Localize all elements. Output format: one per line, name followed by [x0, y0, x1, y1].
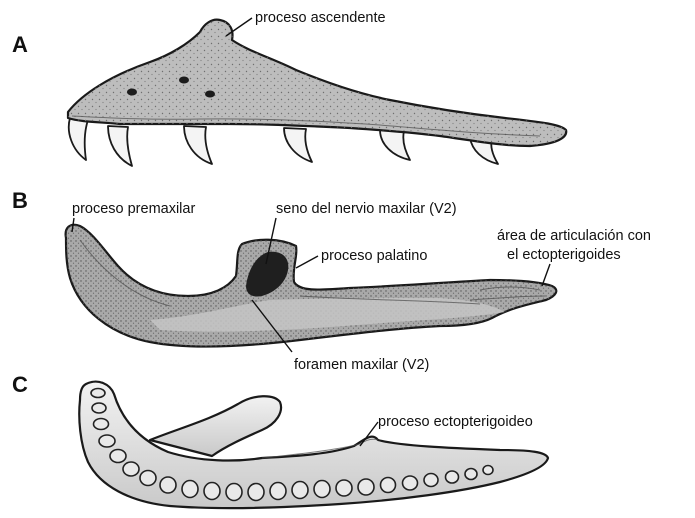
label-proceso-ectopterigoideo: proceso ectopterigoideo [378, 414, 533, 430]
tooth [380, 130, 410, 160]
tooth-socket [270, 483, 286, 500]
tooth-socket [446, 471, 459, 483]
tooth-socket [92, 403, 106, 413]
tooth [184, 126, 212, 164]
tooth-socket [160, 477, 176, 493]
tooth-socket [465, 469, 477, 480]
panel-b: B proceso premaxilar seno del nervio max… [12, 188, 651, 373]
label-proceso-ascendente: proceso ascendente [255, 10, 386, 26]
panel-a-letter: A [12, 32, 28, 57]
label-seno-nervio-maxilar: seno del nervio maxilar (V2) [276, 201, 457, 217]
tooth-socket [403, 476, 418, 490]
tooth-socket [99, 435, 115, 447]
tooth-socket [381, 478, 396, 493]
tooth-socket [336, 480, 352, 496]
tooth [108, 126, 132, 166]
panel-b-letter: B [12, 188, 28, 213]
panel-c-letter: C [12, 372, 28, 397]
tooth-socket [358, 479, 374, 495]
tooth-socket [91, 389, 105, 398]
tooth-socket [248, 484, 264, 501]
tooth-socket [123, 462, 139, 476]
tooth-socket [140, 471, 156, 486]
tooth-socket [94, 419, 109, 430]
label-area-articulacion-line1: área de articulación con [497, 228, 651, 244]
panel-a-foramen [127, 89, 137, 96]
tooth [69, 118, 88, 160]
tooth-socket [110, 450, 126, 463]
label-proceso-premaxilar: proceso premaxilar [72, 201, 195, 217]
panel-a-foramen [179, 77, 189, 84]
tooth-socket [182, 481, 198, 498]
panel-b-leader-palatine-process [296, 256, 318, 268]
tooth-socket [204, 483, 220, 500]
label-proceso-palatino: proceso palatino [321, 248, 427, 264]
panel-a-foramen [205, 91, 215, 98]
panel-c-palatine-process [150, 396, 281, 456]
tooth-socket [226, 484, 242, 501]
panel-a: A proceso ascendente [12, 10, 566, 166]
panel-b-leader-ectopterygoid-area [542, 264, 550, 286]
tooth-socket [314, 481, 330, 498]
panel-c: C [12, 372, 548, 508]
tooth [284, 128, 312, 162]
label-area-articulacion-line2: el ectopterigoides [507, 247, 621, 263]
label-foramen-maxilar: foramen maxilar (V2) [294, 357, 429, 373]
tooth-socket [483, 466, 493, 475]
tooth-socket [424, 474, 438, 487]
tooth-socket [292, 482, 308, 499]
